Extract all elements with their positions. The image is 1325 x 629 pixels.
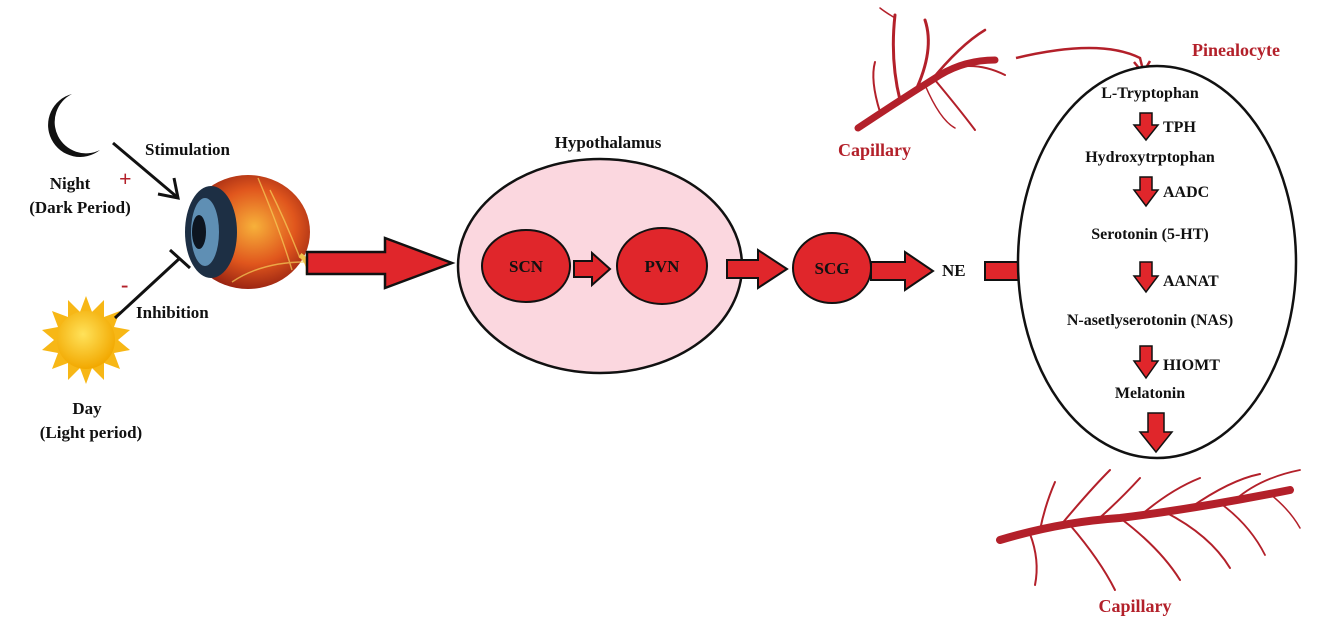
pvn-node bbox=[616, 227, 708, 305]
down-arrow-2 bbox=[1132, 176, 1160, 208]
day-label: Day bbox=[72, 399, 102, 418]
scn-to-pvn-arrow bbox=[573, 250, 612, 288]
enzyme-hiomt: HIOMT bbox=[1163, 357, 1220, 374]
step-hydroxytryptophan: Hydroxytrptophan bbox=[1085, 149, 1215, 166]
stimulation-connector bbox=[112, 141, 180, 200]
dark-period-label: (Dark Period) bbox=[29, 198, 131, 217]
step-melatonin: Melatonin bbox=[1115, 385, 1185, 402]
hypothalamus-to-scg-arrow bbox=[726, 248, 789, 290]
eye-icon bbox=[185, 175, 311, 289]
enzyme-tph: TPH bbox=[1163, 119, 1196, 136]
down-arrow-3 bbox=[1132, 261, 1160, 294]
enzyme-aanat: AANAT bbox=[1163, 273, 1219, 290]
night-label: Night bbox=[50, 174, 91, 193]
stimulation-label: Stimulation bbox=[145, 140, 231, 159]
minus-sign: - bbox=[121, 272, 128, 297]
enzyme-aadc: AADC bbox=[1163, 184, 1209, 201]
inhibition-label: Inhibition bbox=[136, 303, 209, 322]
melatonin-release-arrow bbox=[1138, 412, 1174, 454]
ne-label: NE bbox=[942, 261, 966, 280]
scn-label: SCN bbox=[509, 257, 544, 276]
step-n-acetylserotonin: N-asetlyserotonin (NAS) bbox=[1067, 312, 1233, 329]
light-period-label: (Light period) bbox=[40, 423, 142, 442]
scg-label: SCG bbox=[815, 259, 850, 278]
plus-sign: + bbox=[119, 166, 132, 191]
capillary-bottom-label: Capillary bbox=[1098, 596, 1171, 616]
scn-node bbox=[481, 229, 571, 303]
step-serotonin: Serotonin (5-HT) bbox=[1091, 226, 1208, 243]
crescent-moon-icon bbox=[48, 94, 100, 157]
capillary-top-label: Capillary bbox=[838, 140, 911, 160]
pinealocyte-label: Pinealocyte bbox=[1192, 40, 1280, 60]
inhibition-connector bbox=[113, 248, 192, 320]
hypothalamus-label: Hypothalamus bbox=[555, 133, 662, 152]
step-l-tryptophan: L-Tryptophan bbox=[1101, 85, 1199, 102]
scg-to-ne-arrow bbox=[870, 250, 935, 292]
eye-to-hypothalamus-arrow bbox=[305, 236, 456, 290]
pvn-label: PVN bbox=[645, 257, 681, 276]
pinealocyte-cell bbox=[1016, 64, 1298, 460]
down-arrow-1 bbox=[1132, 112, 1160, 142]
capillary-icon bbox=[854, 7, 1006, 132]
down-arrow-4 bbox=[1132, 345, 1160, 380]
capillary-icon bbox=[996, 469, 1301, 591]
sun-icon bbox=[42, 296, 130, 384]
